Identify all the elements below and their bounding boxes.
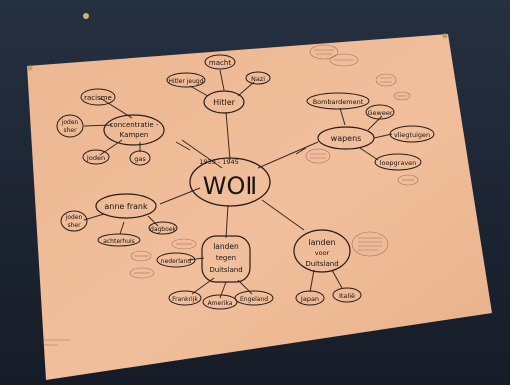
node-tegen-line3: Duitsland: [209, 266, 242, 274]
leaf-amerika: Amerika: [208, 300, 233, 307]
leaf-italie: Italië: [339, 292, 355, 300]
center-years: 1939 - 1945: [199, 158, 239, 166]
center-node: 1939 - 1945 WOⅡ: [189, 157, 271, 207]
node-voor-line2: voor: [315, 249, 330, 257]
node-hitler: Hitler: [203, 90, 245, 114]
paper-pin-right: [442, 33, 448, 39]
node-concentration-line2: Kampen: [120, 131, 149, 139]
node-landen-voor: landen voor Duitsland: [293, 229, 351, 273]
leaf-macht: macht: [209, 59, 231, 67]
leaf-nederland: nederland: [161, 258, 192, 265]
mindmap-connectors: [83, 69, 393, 299]
node-voor-line1: landen: [308, 238, 335, 247]
leaf-vliegtuigen: vliegtuigen: [394, 131, 430, 139]
leaf-engeland: Engeland: [240, 296, 268, 303]
node-landen-tegen: landen tegen Duitsland: [201, 235, 251, 283]
leaf-loopgraven: loopgraven: [380, 159, 417, 167]
center-title: WOⅡ: [203, 172, 257, 200]
leaf-racisme: racisme: [84, 94, 112, 102]
leaf-achterhuis: achterhuis: [103, 238, 135, 245]
node-anne-frank: anne frank: [95, 193, 157, 219]
faint-pencil-notes: [44, 44, 419, 346]
leaf-frankrijk: Frankrijk: [172, 296, 198, 303]
leaf-joden: Joden: [86, 154, 105, 162]
node-anne-frank-label: anne frank: [104, 202, 148, 211]
leaf-bombardement: Bombardement: [313, 98, 364, 106]
leaf-dagboek: dagboek: [150, 226, 176, 233]
node-concentration-line1: concentratie -: [110, 121, 159, 129]
leaf-gas: gas: [134, 155, 146, 163]
push-pin: [83, 13, 89, 19]
leaf-joden-a-line1: joden: [65, 214, 83, 221]
node-tegen-line2: tegen: [216, 254, 236, 262]
node-tegen-line1: landen: [213, 242, 239, 251]
leaf-joden-l-line1: joden: [61, 119, 79, 126]
node-wapens-label: wapens: [331, 134, 362, 143]
leaf-hitlerjeugd: Hitler jeugd: [168, 78, 203, 85]
paper-sheet: [27, 34, 492, 380]
leaf-geweer: Geweer: [367, 109, 392, 117]
leaf-joden-a-line2: sher: [67, 222, 81, 229]
leaf-japan: Japan: [300, 295, 319, 303]
node-wapens: wapens: [317, 126, 375, 150]
node-concentration-camps: concentratie - Kampen: [103, 114, 165, 146]
leaf-nazi: Nazi: [251, 75, 265, 83]
paper-pin-left: [27, 65, 33, 71]
node-hitler-label: Hitler: [213, 98, 236, 107]
node-voor-line3: Duitsland: [305, 260, 338, 268]
leaf-bubbles: [56, 54, 435, 310]
leaf-joden-l-line2: sher: [63, 127, 77, 134]
